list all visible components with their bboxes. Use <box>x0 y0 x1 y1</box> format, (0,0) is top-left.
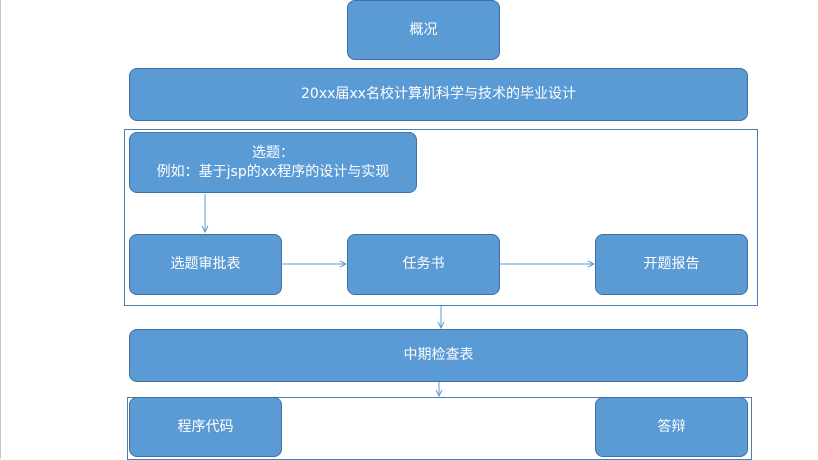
topic-example-label: 例如：基于jsp的xx程序的设计与实现 <box>156 163 390 180</box>
program-code-label: 程序代码 <box>177 418 234 435</box>
midterm-check-node: 中期检查表 <box>129 329 748 382</box>
defense-node: 答辩 <box>595 397 748 457</box>
task-book-label: 任务书 <box>402 256 445 272</box>
proposal-report-node: 开题报告 <box>595 234 748 295</box>
header-node: 20xx届xx名校计算机科学与技术的毕业设计 <box>129 68 748 121</box>
header-label: 20xx届xx名校计算机科学与技术的毕业设计 <box>301 86 576 102</box>
defense-label: 答辩 <box>657 418 686 435</box>
approval-form-label: 选题审批表 <box>170 256 241 272</box>
midterm-check-label: 中期检查表 <box>403 347 474 363</box>
task-book-node: 任务书 <box>347 234 500 295</box>
program-code-node: 程序代码 <box>129 397 282 457</box>
topic-node: 选题： 例如：基于jsp的xx程序的设计与实现 <box>129 132 417 193</box>
topic-group-frame <box>124 129 758 306</box>
proposal-report-label: 开题报告 <box>643 256 700 272</box>
overview-label: 概况 <box>409 21 438 38</box>
topic-title-label: 选题： <box>252 144 294 161</box>
left-edge-line <box>0 0 1 459</box>
approval-form-node: 选题审批表 <box>129 234 282 295</box>
overview-node: 概况 <box>347 0 500 60</box>
